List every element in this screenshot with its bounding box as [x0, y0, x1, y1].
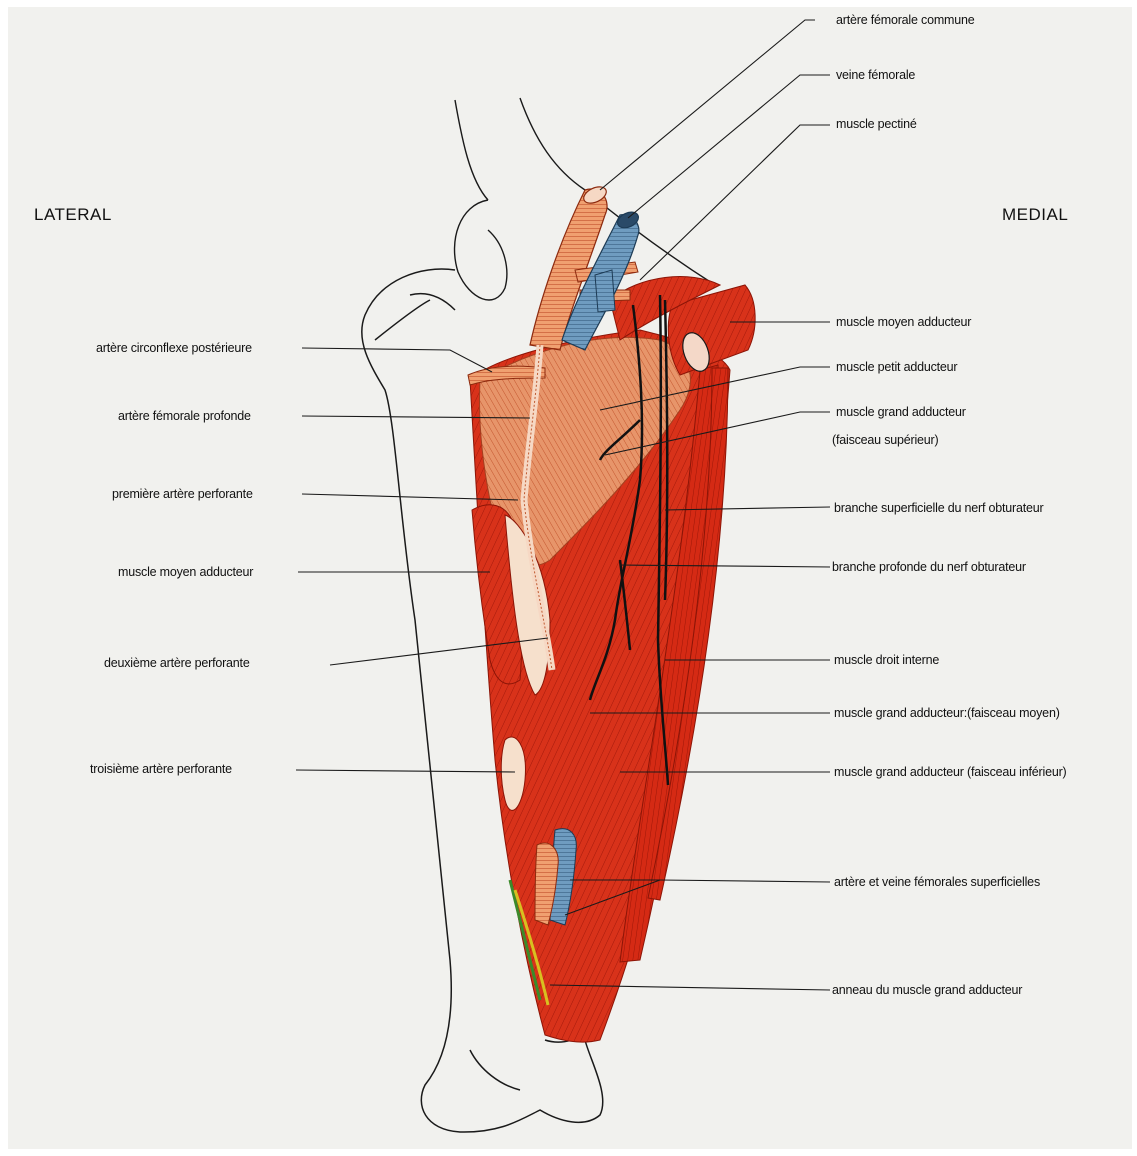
label-artere-veine-superficielles: artère et veine fémorales superficielles: [834, 874, 1040, 890]
label-artere-femorale-profonde: artère fémorale profonde: [118, 408, 251, 424]
label-grand-adducteur-inferieur: muscle grand adducteur (faisceau inférie…: [834, 764, 1067, 780]
label-muscle-petit-adducteur: muscle petit adducteur: [836, 359, 957, 375]
label-grand-adducteur-moyen: muscle grand adducteur:(faisceau moyen): [834, 705, 1060, 721]
label-muscle-pectine: muscle pectiné: [836, 116, 917, 132]
label-artere-femorale-commune: artère fémorale commune: [836, 12, 975, 28]
label-anneau-grand-adducteur: anneau du muscle grand adducteur: [832, 982, 1022, 998]
label-branche-superficielle: branche superficielle du nerf obturateur: [834, 500, 1044, 516]
label-muscle-moyen-adducteur-right: muscle moyen adducteur: [836, 314, 971, 330]
label-faisceau-superieur: (faisceau supérieur): [832, 432, 938, 448]
label-artere-circonflexe: artère circonflexe postérieure: [96, 340, 252, 356]
label-deuxieme-perforante: deuxième artère perforante: [104, 655, 250, 671]
label-muscle-moyen-adducteur-left: muscle moyen adducteur: [118, 564, 253, 580]
label-branche-profonde: branche profonde du nerf obturateur: [832, 559, 1026, 575]
label-muscle-droit-interne: muscle droit interne: [834, 652, 939, 668]
medial-orientation-label: MEDIAL: [1002, 205, 1068, 225]
label-muscle-grand-adducteur-sup: muscle grand adducteur: [836, 404, 966, 420]
label-premiere-perforante: première artère perforante: [112, 486, 253, 502]
label-troisieme-perforante: troisième artère perforante: [90, 761, 232, 777]
label-veine-femorale: veine fémorale: [836, 67, 915, 83]
lateral-orientation-label: LATERAL: [34, 205, 112, 225]
